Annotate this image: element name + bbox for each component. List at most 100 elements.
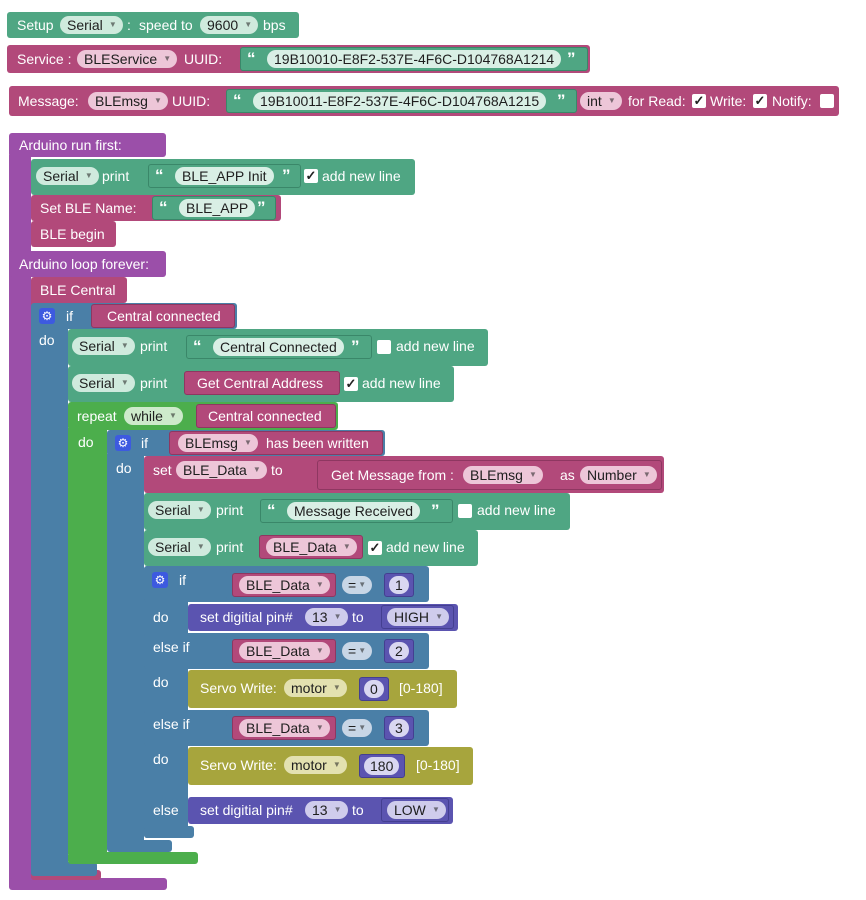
cond3-op-dropdown[interactable]: =: [342, 719, 373, 737]
has-been-written-value[interactable]: BLEmsg has been written: [169, 431, 383, 455]
print3-port-dropdown[interactable]: Serial: [148, 501, 211, 519]
print2-port-dropdown[interactable]: Serial: [72, 374, 135, 392]
gear-icon[interactable]: ⚙: [115, 435, 131, 451]
central-connected-label: Central connected: [107, 308, 221, 324]
serial-print-address-block[interactable]: Serial print Get Central Address ✓ add n…: [68, 366, 454, 402]
get-message-var-dropdown[interactable]: BLEmsg: [463, 466, 543, 484]
servo2-number[interactable]: 180: [359, 754, 405, 778]
message-name-dropdown[interactable]: BLEmsg: [88, 92, 168, 110]
repeat-condition-value[interactable]: Central connected: [196, 404, 336, 428]
pin2-state-dropdown[interactable]: LOW: [387, 801, 446, 819]
ble-name-string[interactable]: “ BLE_APP ”: [152, 196, 276, 220]
cond3-var-dropdown[interactable]: BLE_Data: [239, 719, 330, 737]
servo1-name-dropdown[interactable]: motor: [284, 679, 347, 697]
serial-print-data-block[interactable]: Serial print BLE_Data ✓ add new line: [144, 530, 478, 566]
serial-print-init-block[interactable]: Serial print “ BLE_APP Init ” ✓ add new …: [31, 159, 415, 195]
pin2-num-dropdown[interactable]: 13: [305, 801, 348, 819]
get-central-address-label: Get Central Address: [197, 375, 324, 391]
set-pin-low-block[interactable]: set digitial pin# 13 to LOW: [188, 797, 453, 824]
print-text-field[interactable]: BLE_APP Init: [175, 167, 274, 185]
arduino-run-first-header[interactable]: Arduino run first:: [9, 133, 166, 157]
print4-var-dropdown[interactable]: BLE_Data: [266, 538, 357, 556]
serial-print-received-block[interactable]: Serial print “ Message Received ” add ne…: [144, 493, 570, 530]
if-central-block[interactable]: ⚙ if Central connected: [31, 303, 237, 329]
print3-text-string[interactable]: “ Message Received ”: [260, 499, 453, 523]
do1-label: do: [153, 609, 169, 625]
message-type-dropdown[interactable]: int: [580, 92, 622, 110]
print4-var-value[interactable]: BLE_Data: [259, 535, 363, 559]
print4-port-dropdown[interactable]: Serial: [148, 538, 211, 556]
cond3-number[interactable]: 3: [384, 716, 414, 740]
serial-print-connected-block[interactable]: Serial print “ Central Connected ” add n…: [68, 329, 488, 366]
servo1-number-field[interactable]: 0: [364, 680, 384, 698]
cond2-number[interactable]: 2: [384, 639, 414, 663]
cond3-number-field[interactable]: 3: [389, 719, 409, 737]
notify-checkbox[interactable]: [820, 94, 834, 108]
compare-3[interactable]: BLE_Data = 3: [226, 713, 418, 743]
servo2-name-dropdown[interactable]: motor: [284, 756, 347, 774]
message-uuid-field[interactable]: 19B10011-E8F2-537E-4F6C-D104768A1215: [253, 92, 547, 110]
cond2-op-dropdown[interactable]: =: [342, 642, 373, 660]
setup-serial-block[interactable]: Setup Serial : speed to 9600 bps: [7, 12, 299, 38]
pin2-state-value[interactable]: LOW: [381, 798, 449, 822]
central-connected-value[interactable]: Central connected: [91, 304, 235, 328]
cond1-var-dropdown[interactable]: BLE_Data: [239, 576, 330, 594]
set-pin-high-block[interactable]: set digitial pin# 13 to HIGH: [188, 604, 458, 631]
message-uuid-string[interactable]: “ 19B10011-E8F2-537E-4F6C-D104768A1215 ”: [226, 89, 577, 113]
compare1-var-value[interactable]: BLE_Data: [232, 573, 336, 597]
newline-checkbox[interactable]: ✓: [344, 376, 358, 391]
set-variable-block[interactable]: set BLE_Data to Get Message from : BLEms…: [144, 456, 664, 493]
service-uuid-field[interactable]: 19B10010-E8F2-537E-4F6C-D104768A1214: [267, 50, 562, 68]
newline-checkbox[interactable]: ✓: [368, 540, 382, 555]
compare-2[interactable]: BLE_Data = 2: [226, 636, 418, 666]
print-port-dropdown[interactable]: Serial: [36, 167, 99, 185]
ble-service-block[interactable]: Service : BLEService UUID: “ 19B10010-E8…: [7, 45, 590, 73]
setup-port-dropdown[interactable]: Serial: [60, 16, 123, 34]
write-checkbox[interactable]: ✓: [753, 93, 767, 108]
newline-checkbox[interactable]: [377, 340, 391, 354]
arduino-loop-header[interactable]: Arduino loop forever:: [9, 251, 166, 277]
get-message-value[interactable]: Get Message from : BLEmsg as Number: [317, 460, 662, 490]
pin1-state-dropdown[interactable]: HIGH: [387, 608, 449, 626]
read-checkbox[interactable]: ✓: [692, 93, 706, 108]
repeat-while-block[interactable]: repeat while Central connected: [68, 402, 338, 430]
service-uuid-string[interactable]: “ 19B10010-E8F2-537E-4F6C-D104768A1214 ”: [240, 47, 588, 71]
get-central-address-value[interactable]: Get Central Address: [184, 371, 340, 395]
service-name-dropdown[interactable]: BLEService: [77, 50, 178, 68]
cond1-number-field[interactable]: 1: [389, 576, 409, 594]
set-var-dropdown[interactable]: BLE_Data: [176, 461, 267, 479]
cond1-op-dropdown[interactable]: =: [342, 576, 373, 594]
print1-text-string[interactable]: “ Central Connected ”: [186, 335, 372, 359]
ble-message-block[interactable]: Message: BLEmsg UUID: “ 19B10011-E8F2-53…: [9, 86, 839, 116]
servo-write-0-block[interactable]: Servo Write: motor 0 [0-180]: [188, 670, 457, 708]
gear-icon[interactable]: ⚙: [39, 308, 55, 324]
servo2-number-field[interactable]: 180: [364, 757, 400, 775]
ble-central-block[interactable]: BLE Central: [31, 277, 127, 303]
compare3-var-value[interactable]: BLE_Data: [232, 716, 336, 740]
if-written-block[interactable]: ⚙ if BLEmsg has been written: [107, 430, 385, 456]
ble-begin-block[interactable]: BLE begin: [31, 221, 116, 247]
gear-icon[interactable]: ⚙: [152, 572, 168, 588]
setup-baud-dropdown[interactable]: 9600: [200, 16, 259, 34]
print-text-string[interactable]: “ BLE_APP Init ”: [148, 164, 301, 188]
if2-var-dropdown[interactable]: BLEmsg: [178, 434, 258, 452]
newline-checkbox[interactable]: [458, 504, 472, 518]
pin1-num-dropdown[interactable]: 13: [305, 608, 348, 626]
repeat-mode-dropdown[interactable]: while: [124, 407, 183, 425]
pin1-state-value[interactable]: HIGH: [381, 605, 454, 629]
compare2-var-value[interactable]: BLE_Data: [232, 639, 336, 663]
cond2-var-dropdown[interactable]: BLE_Data: [239, 642, 330, 660]
as-type-dropdown[interactable]: Number: [580, 466, 657, 484]
compare-1[interactable]: BLE_Data = 1: [226, 570, 418, 600]
ble-name-field[interactable]: BLE_APP: [179, 199, 256, 217]
servo1-number[interactable]: 0: [359, 677, 389, 701]
cond1-number[interactable]: 1: [384, 573, 414, 597]
print1-text-field[interactable]: Central Connected: [213, 338, 344, 356]
ble-central-label: BLE Central: [40, 282, 116, 298]
servo-write-180-block[interactable]: Servo Write: motor 180 [0-180]: [188, 747, 473, 785]
set-ble-name-block[interactable]: Set BLE Name: “ BLE_APP ”: [31, 195, 281, 221]
newline-checkbox[interactable]: ✓: [304, 168, 318, 183]
print3-text-field[interactable]: Message Received: [287, 502, 421, 520]
print1-port-dropdown[interactable]: Serial: [72, 337, 135, 355]
cond2-number-field[interactable]: 2: [389, 642, 409, 660]
